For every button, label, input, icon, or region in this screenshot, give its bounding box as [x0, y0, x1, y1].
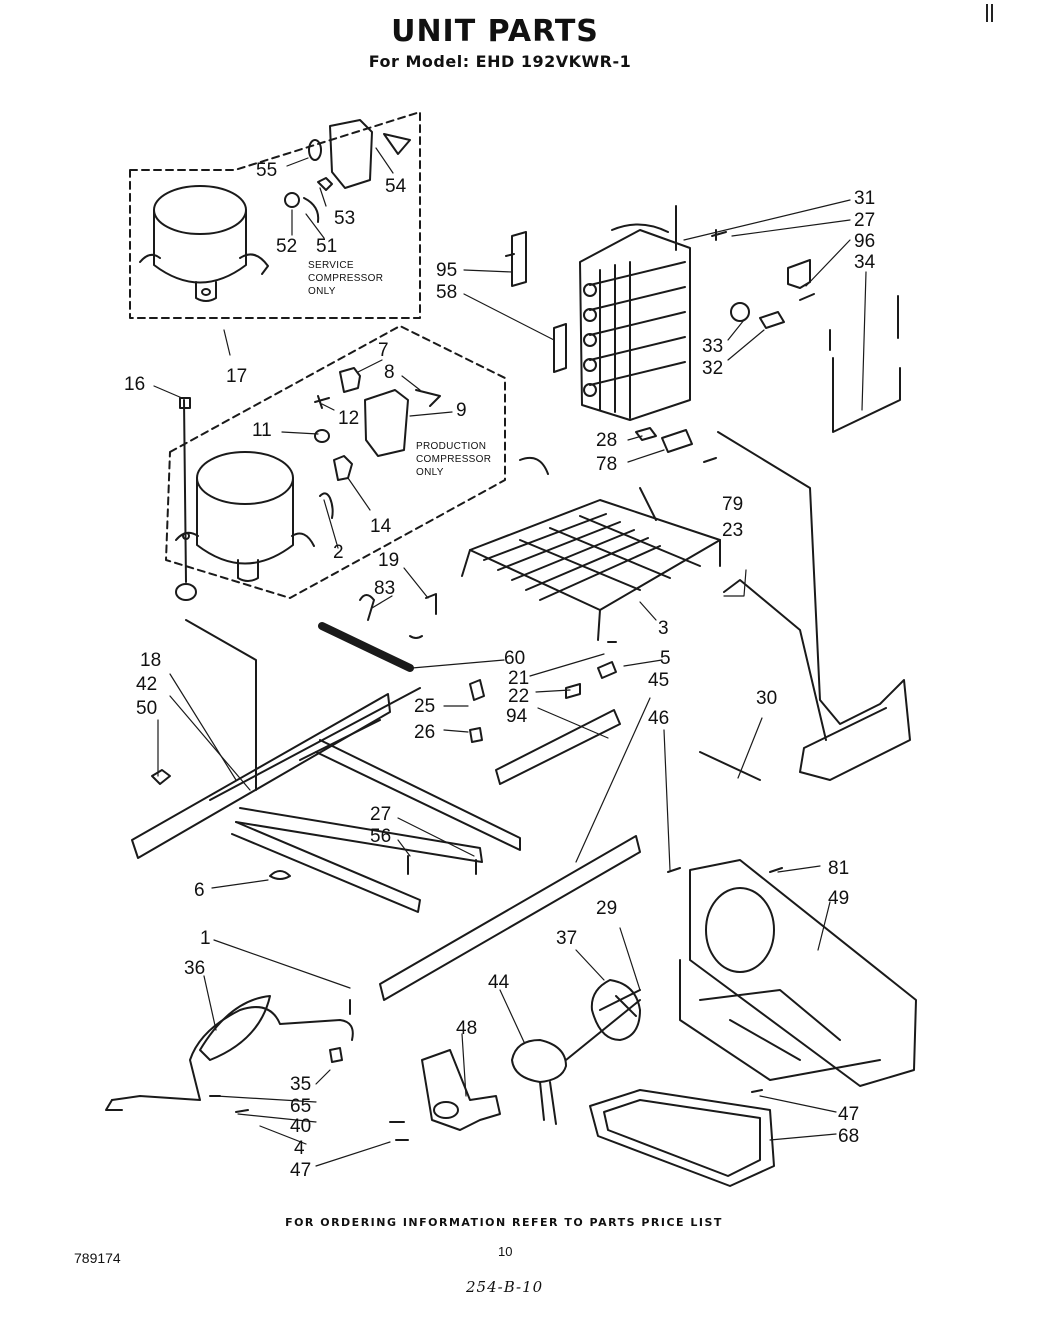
service-note: SERVICE COMPRESSOR ONLY	[308, 260, 383, 297]
callout-label: 47	[838, 1104, 859, 1125]
callout-label: 54	[385, 176, 407, 197]
small-fasteners	[209, 999, 409, 1141]
production-compressor-box	[165, 325, 506, 599]
production-note: PRODUCTION COMPRESSOR ONLY	[416, 441, 491, 478]
production-note-line: PRODUCTION	[416, 441, 486, 452]
callout-label: 12	[338, 408, 359, 429]
callout-label: 7	[378, 340, 389, 361]
ordering-note: FOR ORDERING INFORMATION REFER TO PARTS …	[285, 1216, 723, 1229]
callout-label: 55	[256, 160, 277, 181]
callout-label: 81	[828, 858, 849, 879]
callout-label: 30	[756, 688, 777, 709]
corner-mark	[986, 4, 993, 22]
page-title: UNIT PARTS	[391, 14, 599, 49]
callout-label: 79	[722, 494, 743, 515]
callout-label: 95	[436, 260, 457, 281]
callout-label: 83	[374, 578, 395, 599]
callout-label: 31	[854, 188, 875, 209]
callout-label: 6	[194, 880, 205, 901]
callout-label: 8	[384, 362, 395, 383]
evaporator-coil	[579, 205, 691, 421]
relay-overload-parts	[314, 367, 441, 519]
callout-label: 48	[456, 1018, 477, 1039]
drain-pan	[589, 1089, 775, 1187]
callout-label: 56	[370, 826, 391, 847]
callout-label: 29	[596, 898, 617, 919]
callout-label: 45	[648, 670, 669, 691]
callout-label: 11	[252, 420, 272, 441]
callout-label: 23	[722, 520, 743, 541]
callout-label: 9	[456, 400, 467, 421]
condenser-coil	[461, 456, 721, 641]
frame-hardware	[151, 397, 681, 880]
callout-label: 37	[556, 928, 577, 949]
callout-label: 22	[508, 686, 529, 707]
callout-label: 94	[506, 706, 528, 727]
callout-label: 16	[124, 374, 145, 395]
callout-label: 53	[334, 208, 355, 229]
callout-label: 36	[184, 958, 205, 979]
callout-label: 33	[702, 336, 723, 357]
model-subtitle: For Model: EHD 192VKWR-1	[368, 52, 632, 71]
condenser-fan	[590, 979, 641, 1041]
callout-label: 96	[854, 231, 875, 252]
callout-label: 35	[290, 1074, 311, 1095]
callout-label: 40	[290, 1116, 311, 1137]
fan-bracket	[679, 859, 917, 1093]
drier	[318, 593, 437, 672]
callout-label: 78	[596, 454, 617, 475]
service-note-line: SERVICE	[308, 260, 354, 271]
production-compressor	[175, 451, 315, 582]
service-note-line: ONLY	[308, 286, 336, 297]
callout-label: 21	[508, 668, 529, 689]
callout-label: 60	[504, 648, 525, 669]
service-compressor	[139, 185, 269, 302]
leader-lines	[153, 147, 867, 1167]
callout-label: 47	[290, 1160, 311, 1181]
fan-motor	[511, 999, 641, 1125]
callout-label: 18	[140, 650, 161, 671]
callout-label: 19	[378, 550, 399, 571]
base-frame	[131, 687, 641, 1001]
callout-label: 32	[702, 358, 723, 379]
callout-label: 52	[276, 236, 297, 257]
callout-label: 58	[436, 282, 457, 303]
callout-label: 1	[200, 928, 211, 949]
production-note-line: ONLY	[416, 467, 444, 478]
document-number: 789174	[74, 1250, 121, 1266]
condenser-tubing	[699, 431, 911, 781]
service-note-line: COMPRESSOR	[308, 273, 383, 284]
service-compressor-box	[129, 111, 421, 319]
callout-label: 17	[226, 366, 247, 387]
callout-label: 42	[136, 674, 157, 695]
callout-label: 50	[136, 698, 157, 719]
callout-label: 51	[316, 236, 337, 257]
callout-label: 4	[294, 1138, 305, 1159]
power-cord	[105, 995, 354, 1111]
callout-label: 27	[370, 804, 391, 825]
production-note-line: COMPRESSOR	[416, 454, 491, 465]
callout-label: 27	[854, 210, 875, 231]
callout-label: 65	[290, 1096, 311, 1117]
callout-label: 68	[838, 1126, 859, 1147]
page-number: 10	[498, 1244, 513, 1259]
part-callouts: 55 54 53 52 51 17 7 8 9 12 11 16 14 2 31…	[124, 160, 876, 1181]
evaporator-hardware	[505, 229, 901, 463]
relay-cover-parts	[284, 119, 411, 223]
callout-label: 2	[333, 542, 344, 563]
callout-label: 3	[658, 618, 669, 639]
callout-label: 5	[660, 648, 671, 669]
callout-label: 25	[414, 696, 435, 717]
motor-bracket	[421, 1049, 501, 1131]
handwritten-code: 254-B-10	[466, 1278, 544, 1296]
callout-label: 34	[854, 252, 876, 273]
callout-label: 26	[414, 722, 435, 743]
callout-label: 49	[828, 888, 849, 909]
callout-label: 44	[488, 972, 510, 993]
callout-label: 14	[370, 516, 392, 537]
callout-label: 28	[596, 430, 617, 451]
callout-label: 46	[648, 708, 669, 729]
